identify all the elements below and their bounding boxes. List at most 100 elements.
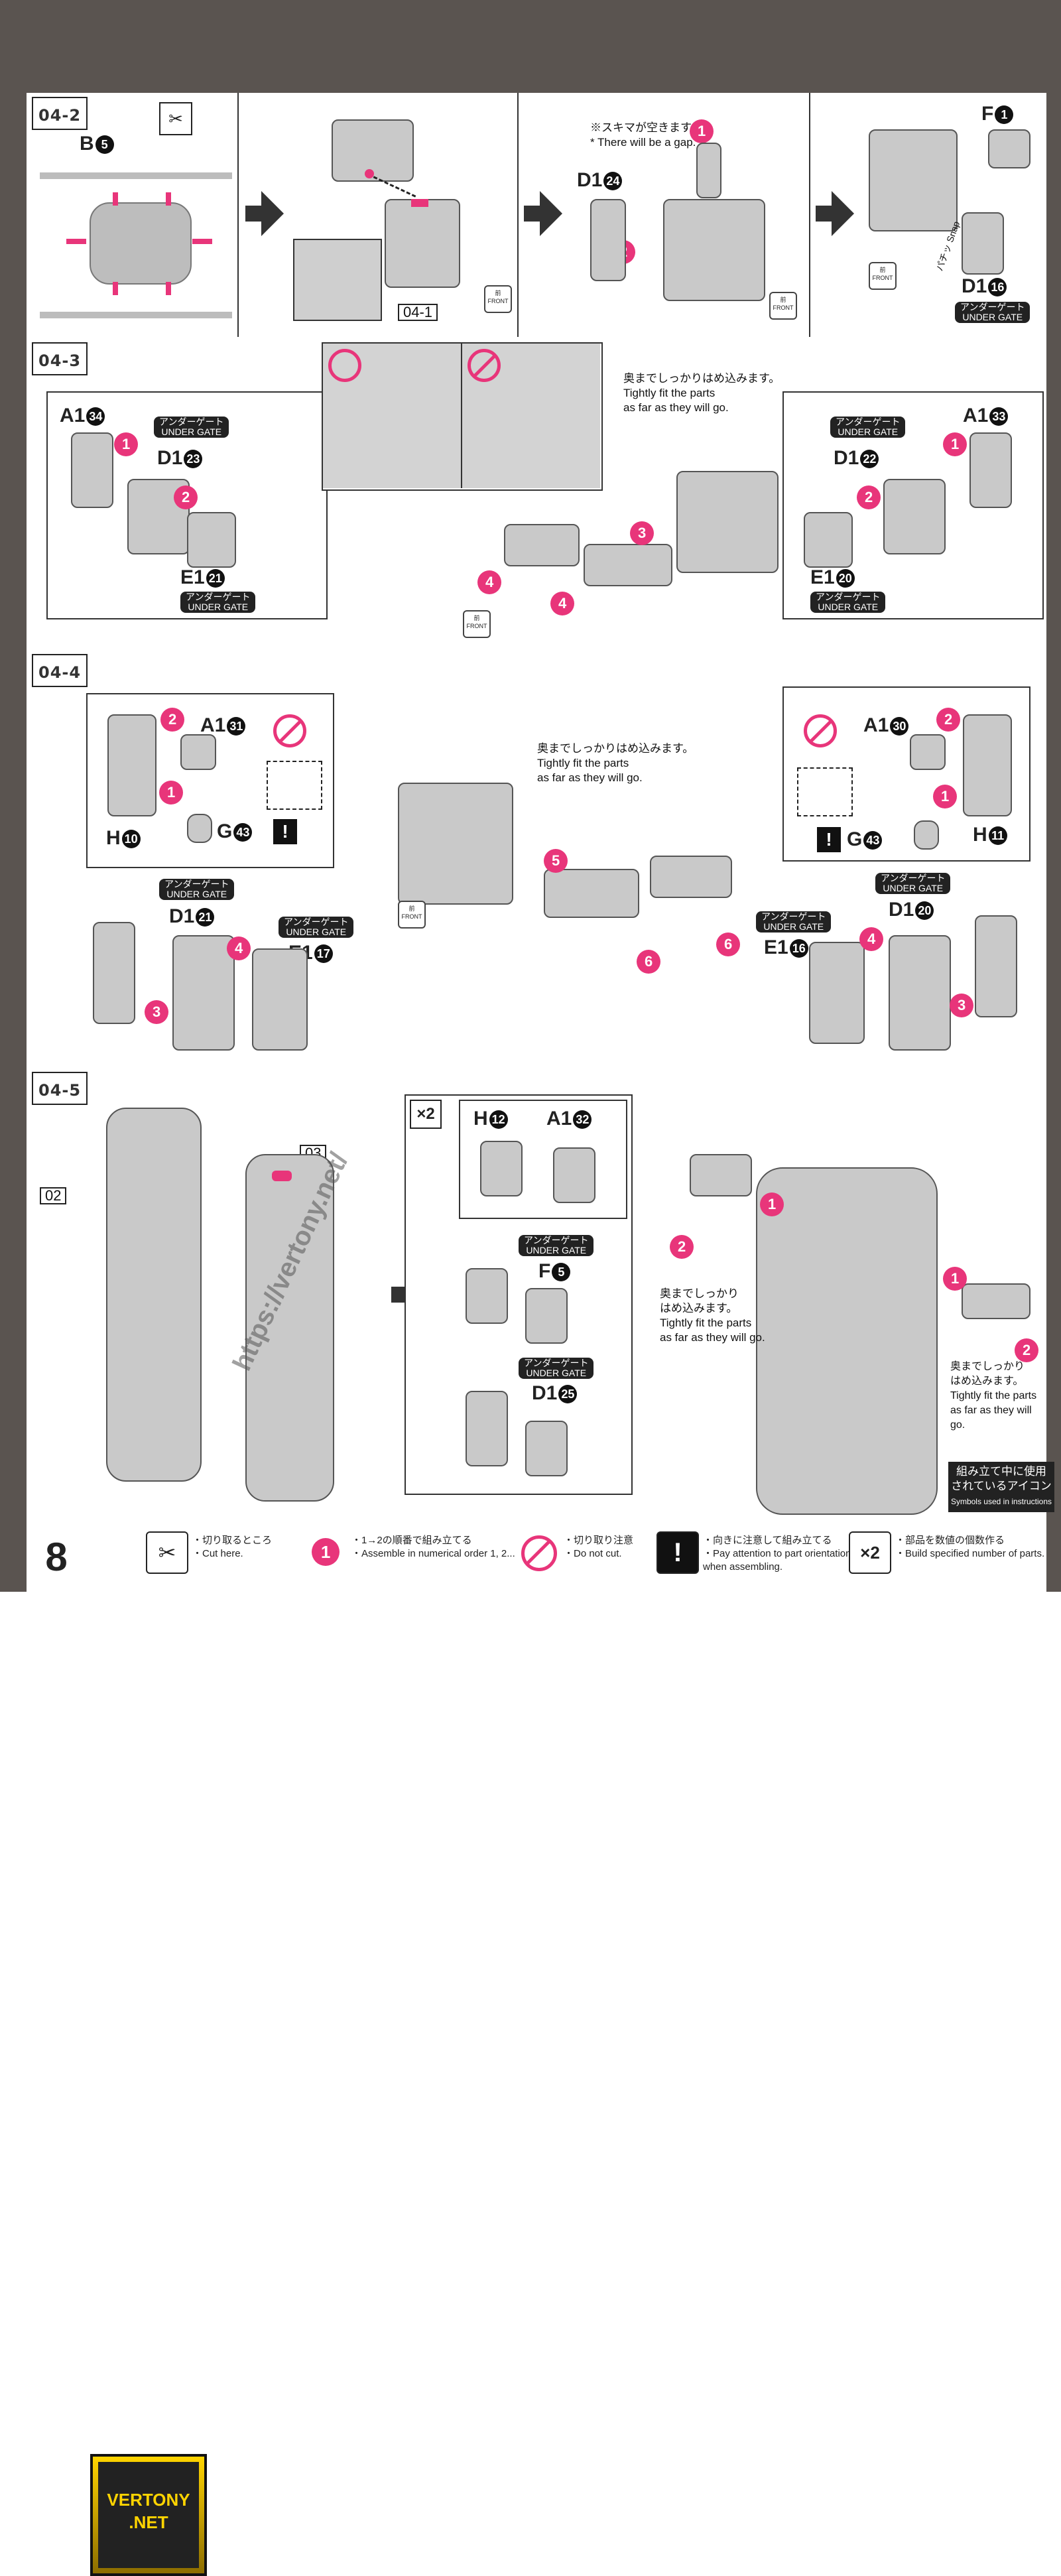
frame-right <box>1046 0 1061 1592</box>
gap-note-jp: ※スキマが空きます。 <box>590 121 702 134</box>
order-icon: 1 <box>305 1531 345 1572</box>
order-6: 6 <box>711 927 745 962</box>
flow-arrow <box>540 191 562 236</box>
part-piece <box>544 869 639 918</box>
gate-mark <box>192 239 212 244</box>
part-piece <box>584 544 672 586</box>
gap-note-en: * There will be a gap. <box>590 136 696 149</box>
legend-text: ・切り取り注意・Do not cut. <box>564 1535 634 1559</box>
legend-text: ・部品を数値の個数作る・Build specified number of pa… <box>895 1535 1045 1559</box>
part-skirt <box>690 1154 752 1196</box>
part-d1-21 <box>172 935 235 1051</box>
part-g43 <box>914 820 939 850</box>
part-assembly <box>663 199 765 301</box>
part-d1-20 <box>889 935 951 1051</box>
part-g43 <box>187 814 212 843</box>
attention-icon: ! <box>817 827 841 852</box>
part-h11 <box>975 915 1017 1017</box>
leg-right <box>245 1154 334 1502</box>
part-skirt <box>962 1283 1030 1319</box>
no-cut-icon <box>517 1531 557 1571</box>
part-e1-21 <box>187 512 236 568</box>
part-d1-25 <box>525 1421 568 1476</box>
ref-label-04-1: 04-1 <box>398 304 438 321</box>
gate-mark <box>66 239 86 244</box>
order-1: 1 <box>928 779 962 814</box>
gate-mark <box>166 192 171 206</box>
part-h11 <box>963 714 1012 816</box>
part-04-1 <box>385 199 460 288</box>
part-a1-32 <box>553 1147 595 1203</box>
part-h12 <box>480 1141 523 1196</box>
part-h12 <box>466 1268 508 1324</box>
part-assembly-small <box>466 1391 508 1466</box>
times-two-icon: ×2 <box>849 1531 891 1574</box>
part-a1-33 <box>969 432 1012 508</box>
wrong-icon <box>468 349 501 382</box>
order-6: 6 <box>631 944 666 979</box>
flow-arrow <box>816 206 832 222</box>
vertony-logo: VERTONY.NET <box>90 2454 207 2576</box>
order-3: 3 <box>139 995 174 1029</box>
lower-body <box>756 1167 938 1515</box>
frame-top <box>0 0 1061 93</box>
peg-mark <box>365 169 374 178</box>
part-a1-31 <box>180 734 216 770</box>
flow-arrow <box>261 191 284 236</box>
cut-icon: ✂ <box>146 1531 188 1574</box>
part-a1-34 <box>71 432 113 508</box>
gate-mark <box>113 282 118 295</box>
legend-text: ・向きに注意して組み立てる・Pay attention to part orie… <box>703 1535 851 1573</box>
frame-left <box>0 0 27 1592</box>
order-2: 2 <box>664 1230 699 1264</box>
times-two-badge: ×2 <box>410 1100 442 1129</box>
gate-detail <box>797 767 853 816</box>
page-number: 8 <box>45 1535 68 1579</box>
runner-frame <box>40 312 232 318</box>
flow-arrow <box>524 206 540 222</box>
runner-part <box>90 202 192 285</box>
step-tag: 04-2 <box>32 97 88 130</box>
fit-compare-panel <box>322 342 603 491</box>
part-d1-22 <box>883 479 946 554</box>
order-1: 1 <box>938 427 972 462</box>
order-1: 1 <box>109 427 143 462</box>
part-e1-20 <box>804 512 853 568</box>
legend-text: ・切り取るところ・Cut here. <box>192 1535 273 1559</box>
logo-text: VERTONY.NET <box>98 2462 199 2568</box>
